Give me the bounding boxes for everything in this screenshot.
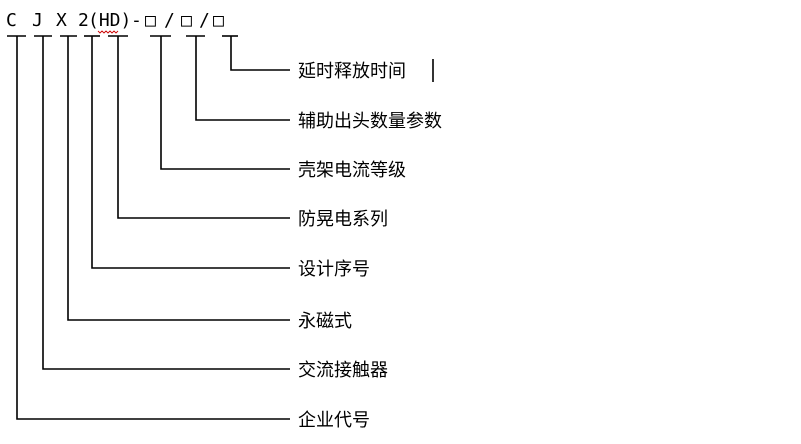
label-aux-contact-count: 辅助出头数量参数 bbox=[298, 111, 442, 132]
leader-line-magnet bbox=[67, 36, 290, 321]
leader-line-ac bbox=[42, 36, 290, 370]
leader-line-design bbox=[91, 36, 290, 269]
label-permanent-magnet: 永磁式 bbox=[298, 311, 352, 332]
spellcheck-squiggle bbox=[97, 30, 119, 34]
code-char-box-3: □ bbox=[213, 10, 224, 31]
label-frame-current-class: 壳架电流等级 bbox=[298, 160, 406, 181]
label-enterprise-code: 企业代号 bbox=[298, 410, 370, 431]
leader-line-aux bbox=[195, 36, 290, 121]
code-char-c: C bbox=[6, 10, 17, 31]
code-char-box-2: □ bbox=[181, 10, 192, 31]
label-delay-release-time: 延时释放时间 bbox=[298, 61, 406, 82]
leader-line-delay bbox=[230, 36, 290, 71]
model-code: C J X 2 (HD) - □ / □ / □ bbox=[6, 10, 224, 31]
code-char-box-1: □ bbox=[145, 10, 156, 31]
code-char-slash-2: / bbox=[199, 10, 210, 31]
code-char-dash: - bbox=[131, 10, 142, 31]
leader-line-frame bbox=[160, 36, 290, 170]
code-char-slash-1: / bbox=[164, 10, 175, 31]
code-char-x: X bbox=[56, 10, 67, 31]
code-char-hd: (HD) bbox=[88, 10, 131, 31]
labels: 延时释放时间 辅助出头数量参数 壳架电流等级 防晃电系列 设计序号 永磁式 交流… bbox=[298, 61, 442, 431]
leader-line-enterprise bbox=[16, 36, 290, 420]
code-char-2: 2 bbox=[78, 10, 89, 31]
leader-line-series bbox=[117, 36, 290, 219]
label-anti-sway-series: 防晃电系列 bbox=[298, 209, 388, 230]
label-ac-contactor: 交流接触器 bbox=[298, 360, 388, 381]
code-char-j: J bbox=[32, 10, 43, 31]
leader-lines bbox=[16, 36, 290, 420]
label-design-number: 设计序号 bbox=[298, 259, 370, 280]
